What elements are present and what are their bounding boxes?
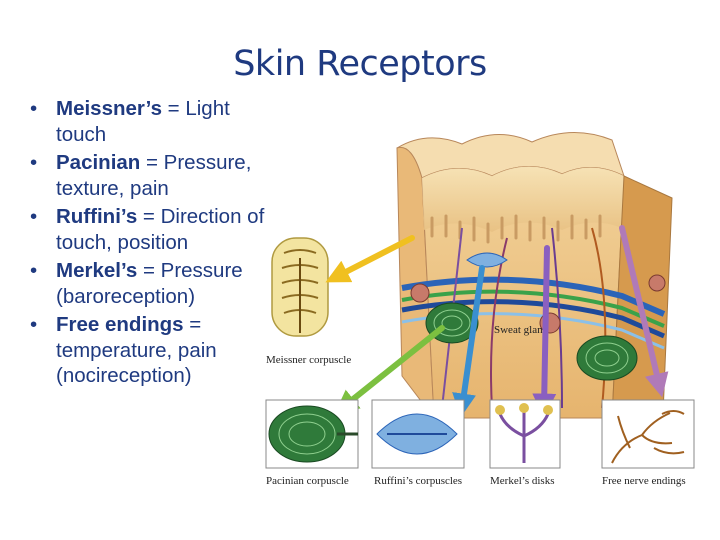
bullet-text: = Pressure, texture, pain [56, 151, 252, 200]
bullet-item: • Free endings = temperature, pain (nocir… [26, 312, 276, 389]
pointer-arrows [325, 225, 669, 418]
merkel-inset: Merkel’s disks [489, 399, 561, 487]
bullet-dot-icon: • [30, 313, 38, 336]
ruffini-inset: Ruffini’s corpuscles [371, 399, 465, 487]
bullet-dot-icon: • [30, 205, 38, 228]
bullet-item: • Meissner’s = Light touch [26, 96, 276, 147]
bullet-item: • Merkel’s = Pressure (baroreception) [26, 258, 276, 309]
bullet-text: = Pressure (baroreception) [56, 259, 243, 308]
skin-block [396, 132, 673, 439]
bullet-dot-icon: • [30, 259, 38, 282]
pacinian-label: Pacinian corpuscle [266, 475, 349, 487]
bullet-dot-icon: • [30, 151, 38, 174]
bullet-term: Ruffini’s [56, 205, 138, 228]
pacinian-inset: Pacinian corpuscle [265, 399, 359, 487]
bullet-item: • Pacinian = Pressure, texture, pain [26, 150, 276, 201]
bullet-term: Meissner’s [56, 97, 162, 120]
ruffini-label: Ruffini’s corpuscles [374, 475, 462, 487]
bullet-text: = temperature, pain (nocireception) [56, 313, 217, 387]
free-nerve-label: Free nerve endings [602, 475, 686, 487]
bullet-term: Free endings [56, 313, 184, 336]
sweat-gland-label: Sweat gland [494, 324, 549, 336]
bullet-dot-icon: • [30, 97, 38, 120]
bullet-list: • Meissner’s = Light touch • Pacinian = Pr… [26, 96, 276, 392]
meissner-inset: Meissner corpuscle [266, 237, 351, 366]
bullet-term: Merkel’s [56, 259, 138, 282]
bullet-text: = Light touch [56, 97, 230, 146]
bullet-text: = Direction of touch, position [56, 205, 265, 254]
free-nerve-inset: Free nerve endings [601, 399, 695, 487]
slide-title: Skin Receptors [233, 44, 487, 84]
meissner-label: Meissner corpuscle [266, 354, 351, 366]
skin-receptor-illustration: Meissner corpuscle Sweat gland Pacinian … [262, 118, 702, 498]
bullet-term: Pacinian [56, 151, 141, 174]
merkel-label: Merkel’s disks [490, 475, 554, 487]
bullet-item: • Ruffini’s = Direction of touch, positio… [26, 204, 276, 255]
